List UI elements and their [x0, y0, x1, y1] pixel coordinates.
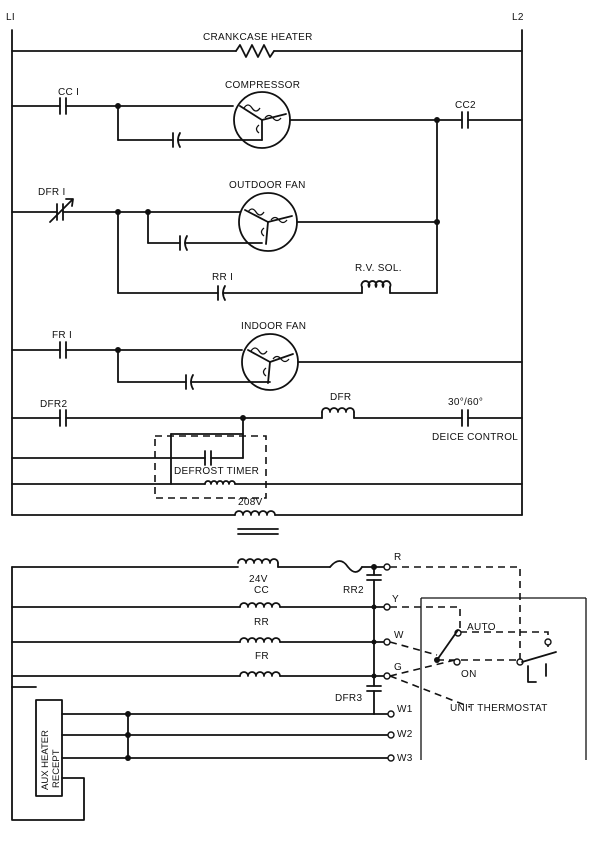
on-contact [453, 658, 461, 666]
l2-label: L2 [512, 12, 524, 23]
crankcase-heater-label: CRANKCASE HEATER [203, 32, 313, 43]
dfr2-label: DFR2 [40, 399, 67, 410]
crankcase-heater-circuit: CRANKCASE HEATER [11, 32, 523, 58]
rr-coil [239, 637, 281, 643]
on-label: ON [461, 669, 477, 680]
low-voltage-circuit: R RR2 DFR3 24V CC Y RR W FR G [11, 552, 413, 718]
defrost-relay-circuit: DFR2 DFR 30°/60° DEICE CONTROL [11, 392, 523, 443]
outdoor-fan-label: OUTDOOR FAN [229, 180, 306, 191]
fr-coil [239, 671, 281, 677]
deice-temp-label: 30°/60° [448, 397, 483, 408]
heater-resistor [235, 44, 275, 58]
outdoor-fan-circuit: DFR I OUTDOOR FAN RR I R.V. [11, 180, 440, 301]
l1-label: LI [6, 12, 15, 23]
indoor-fan-circuit: FR I INDOOR FAN [11, 321, 523, 391]
power-rails: LI L2 [6, 12, 524, 516]
unit-thermostat: AUTO ON UNIT THERMOSTAT [389, 566, 587, 760]
terminal-w2-label: W2 [397, 729, 413, 740]
transformer-secondary [237, 558, 279, 564]
rr1-label: RR I [212, 272, 233, 283]
defrost-timer-box [154, 435, 267, 499]
defrost-timer-motor [204, 480, 236, 485]
rr2-label: RR2 [343, 585, 364, 596]
rv-solenoid-coil [360, 280, 392, 288]
compressor-label: COMPRESSOR [225, 80, 300, 91]
terminal-w1-label: W1 [397, 704, 413, 715]
terminal-g-label: G [394, 662, 402, 673]
aux-heater-label: AUX HEATER [40, 730, 51, 790]
dfr-coil [321, 407, 355, 413]
208v-label: 208V [238, 497, 263, 508]
indoor-fan-label: INDOOR FAN [241, 321, 306, 332]
aux-heater-receptacle: AUX HEATER RECEPT W2 W3 [11, 686, 413, 821]
fr1-label: FR I [52, 330, 72, 341]
rr-label: RR [254, 617, 269, 628]
transformer-primary [234, 510, 276, 516]
defrost-timer-circuit: DEFROST TIMER [11, 417, 523, 499]
compressor-circuit: CC I CC2 COMPRESSOR [11, 80, 523, 294]
24v-label: 24V [249, 574, 268, 585]
cc1-label: CC I [58, 87, 79, 98]
dfr-label: DFR [330, 392, 351, 403]
dfr3-label: DFR3 [335, 693, 362, 704]
auto-label: AUTO [467, 622, 496, 633]
unit-thermostat-label: UNIT THERMOSTAT [450, 703, 548, 714]
terminal-y-label: Y [392, 594, 399, 605]
recept-label: RECEPT [51, 749, 62, 788]
terminal-w3-label: W3 [397, 753, 413, 764]
fr-label: FR [255, 651, 269, 662]
cc-label: CC [254, 585, 269, 596]
deice-control-label: DEICE CONTROL [432, 432, 518, 443]
transformer: 208V [11, 497, 523, 564]
aux-heater-box [35, 699, 63, 797]
defrost-timer-label: DEFROST TIMER [174, 466, 259, 477]
cc-coil [239, 602, 281, 608]
cc2-label: CC2 [455, 100, 476, 111]
dfr1-label: DFR I [38, 187, 66, 198]
terminal-w-label: W [394, 630, 404, 641]
terminal-r-label: R [394, 552, 402, 563]
rv-sol-label: R.V. SOL. [355, 263, 402, 274]
fuse [329, 560, 363, 573]
